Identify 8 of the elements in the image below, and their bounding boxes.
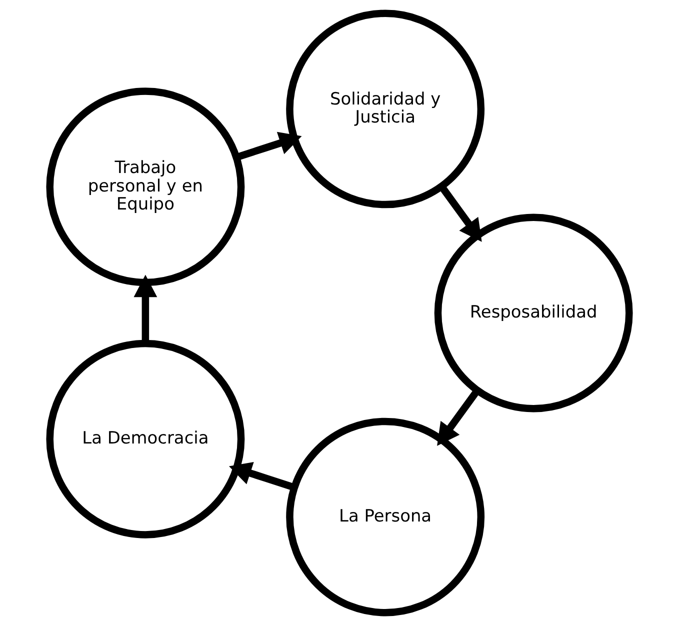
node-circle: Trabajo personal y en Equipo xyxy=(46,88,245,286)
node-circle: Resposabilidad xyxy=(434,214,633,412)
node-circle: Solidaridad y Justicia xyxy=(286,10,485,208)
arrow xyxy=(438,184,482,242)
node-circle: La Democracia xyxy=(46,340,245,538)
arrow xyxy=(437,388,480,446)
node-circle: La Persona xyxy=(286,418,485,616)
arrow xyxy=(228,462,296,491)
